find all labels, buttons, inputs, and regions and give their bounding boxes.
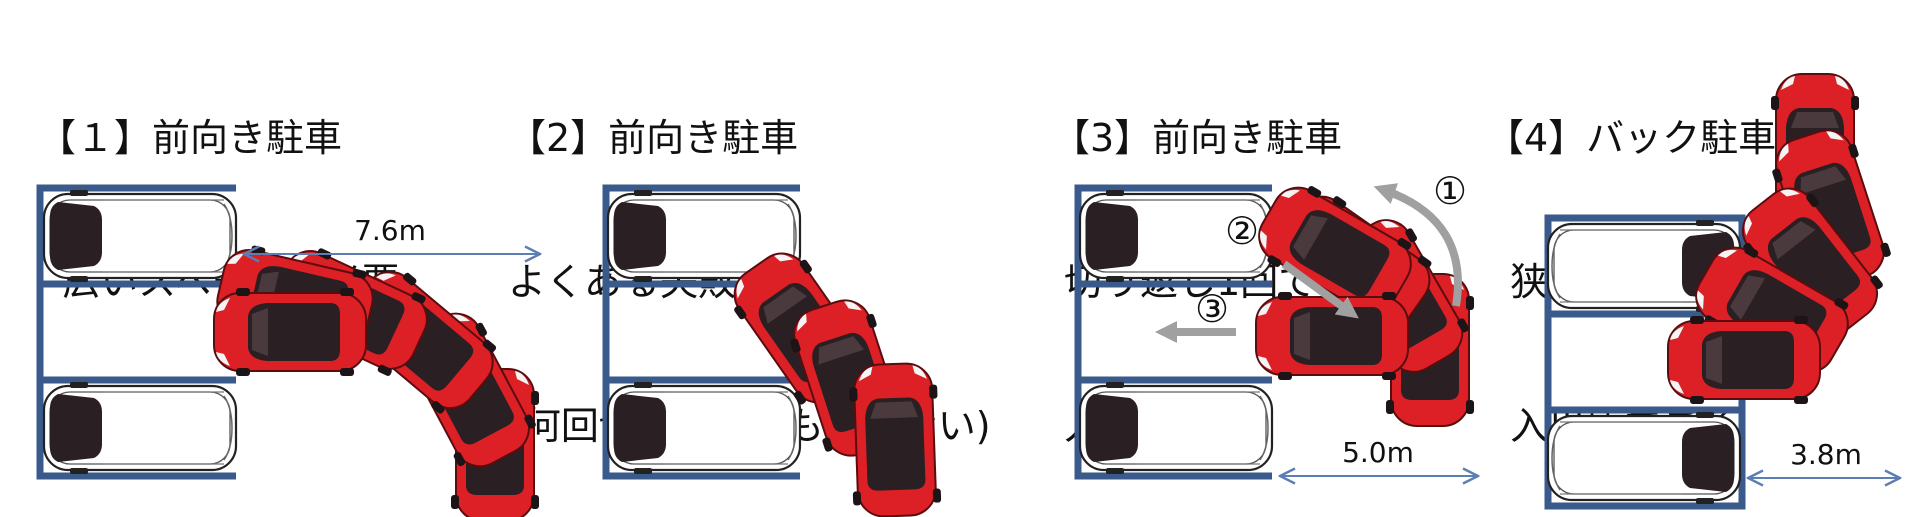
panel-3-parked-car-bottom — [1078, 380, 1274, 476]
panel-3-step-2-label: ② — [1225, 209, 1259, 253]
panel-4-dimension-label: 3.8m — [1790, 438, 1862, 471]
panel-1-car-sequence — [210, 237, 544, 517]
panel-3-lot — [1074, 184, 1272, 480]
panel-3-title-line-1: 【3】前向き駐車 — [1052, 116, 1343, 160]
panel-4-title-line-1: 【4】バック駐車 — [1486, 116, 1777, 160]
panel-1-dimension-label: 7.6m — [354, 214, 426, 247]
panel-4-parked-car-bottom — [1546, 410, 1742, 506]
panel-3-step-1-label: ① — [1433, 169, 1467, 213]
panel-1-parked-car-top — [42, 188, 238, 284]
panel-2-parked-car-bottom — [606, 380, 802, 476]
panel-3-step-3-label: ③ — [1195, 287, 1229, 331]
panel-2-title-line-1: 【2】前向き駐車 — [508, 116, 799, 160]
panel-3-step-2-arrow — [1281, 260, 1359, 319]
panel-1-parked-car-bottom — [42, 380, 238, 476]
panel-3-step-1-arrow — [1373, 183, 1462, 307]
panel-1-lot — [36, 184, 236, 480]
panel-3-dimension-label: 5.0m — [1342, 436, 1414, 469]
panel-1-title-line-1: 【１】前向き駐車 — [38, 116, 343, 160]
